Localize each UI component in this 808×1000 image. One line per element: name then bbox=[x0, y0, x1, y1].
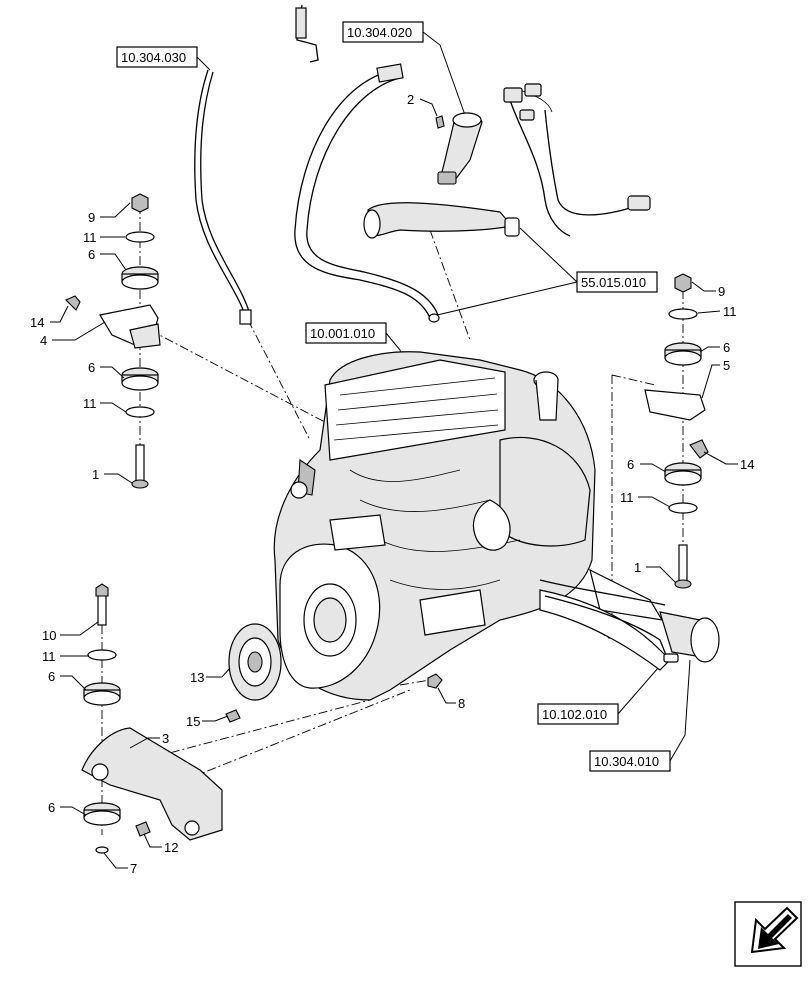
callout-11-right-lower: 11 bbox=[620, 490, 634, 505]
dipstick-tube bbox=[194, 4, 319, 325]
ref-box-10-304-020[interactable]: 10.304.020 bbox=[342, 21, 424, 43]
coolant-hose bbox=[294, 63, 440, 323]
callout-3: 3 bbox=[162, 731, 169, 746]
callout-6-left-lower: 6 bbox=[88, 360, 95, 375]
callout-6-left-upper: 6 bbox=[88, 247, 95, 262]
bolt-8 bbox=[427, 673, 443, 689]
callout-1-left: 1 bbox=[92, 467, 99, 482]
callouts: 2 9 11 6 14 4 6 11 1 9 11 6 5 14 6 11 1 … bbox=[30, 92, 754, 876]
callout-15: 15 bbox=[186, 714, 200, 729]
right-mount bbox=[644, 273, 709, 589]
callout-4: 4 bbox=[40, 333, 47, 348]
engine-assembly bbox=[273, 351, 671, 701]
svg-text:10.001.010: 10.001.010 bbox=[310, 326, 375, 341]
callout-6-right-lower: 6 bbox=[627, 457, 634, 472]
callout-6-right-upper: 6 bbox=[723, 340, 730, 355]
callout-11-lower: 11 bbox=[42, 649, 56, 664]
upper-hose bbox=[363, 202, 520, 239]
left-upper-mount bbox=[65, 193, 161, 489]
callout-11-left-lower: 11 bbox=[83, 396, 97, 411]
callout-1-right: 1 bbox=[634, 560, 641, 575]
callout-2: 2 bbox=[407, 92, 414, 107]
oil-filler-neck bbox=[437, 112, 483, 185]
ref-box-10-304-010[interactable]: 10.304.010 bbox=[589, 750, 671, 772]
callout-11-right-upper: 11 bbox=[723, 304, 737, 319]
flex-plate bbox=[225, 623, 282, 723]
callout-12: 12 bbox=[164, 840, 178, 855]
callout-5: 5 bbox=[723, 358, 730, 373]
callout-9-left: 9 bbox=[88, 210, 95, 225]
ref-box-55-015-010[interactable]: 55.015.010 bbox=[576, 271, 658, 293]
callout-14-left: 14 bbox=[30, 315, 44, 330]
svg-text:10.304.010: 10.304.010 bbox=[594, 754, 659, 769]
svg-text:10.102.010: 10.102.010 bbox=[542, 707, 607, 722]
callout-6-lower-upper: 6 bbox=[48, 669, 55, 684]
svg-text:55.015.010: 55.015.010 bbox=[581, 275, 646, 290]
callout-13: 13 bbox=[190, 670, 204, 685]
svg-text:10.304.030: 10.304.030 bbox=[121, 50, 186, 65]
callout-11-left-upper: 11 bbox=[83, 230, 97, 245]
ref-box-10-001-010[interactable]: 10.001.010 bbox=[305, 322, 387, 344]
oil-filter bbox=[539, 579, 720, 663]
callout-6-lower-lower: 6 bbox=[48, 800, 55, 815]
wiring-harness bbox=[503, 83, 651, 237]
callout-10: 10 bbox=[42, 628, 56, 643]
callout-7: 7 bbox=[130, 861, 137, 876]
callout-8: 8 bbox=[458, 696, 465, 711]
callout-9-right: 9 bbox=[718, 284, 725, 299]
ref-box-10-102-010[interactable]: 10.102.010 bbox=[537, 703, 619, 725]
ref-box-10-304-030[interactable]: 10.304.030 bbox=[116, 46, 198, 68]
svg-text:10.304.020: 10.304.020 bbox=[347, 25, 412, 40]
lower-left-mount bbox=[81, 583, 223, 854]
arrow-down-left-icon[interactable] bbox=[734, 901, 802, 967]
callout-14-right: 14 bbox=[740, 457, 754, 472]
bolt-2 bbox=[435, 115, 445, 129]
